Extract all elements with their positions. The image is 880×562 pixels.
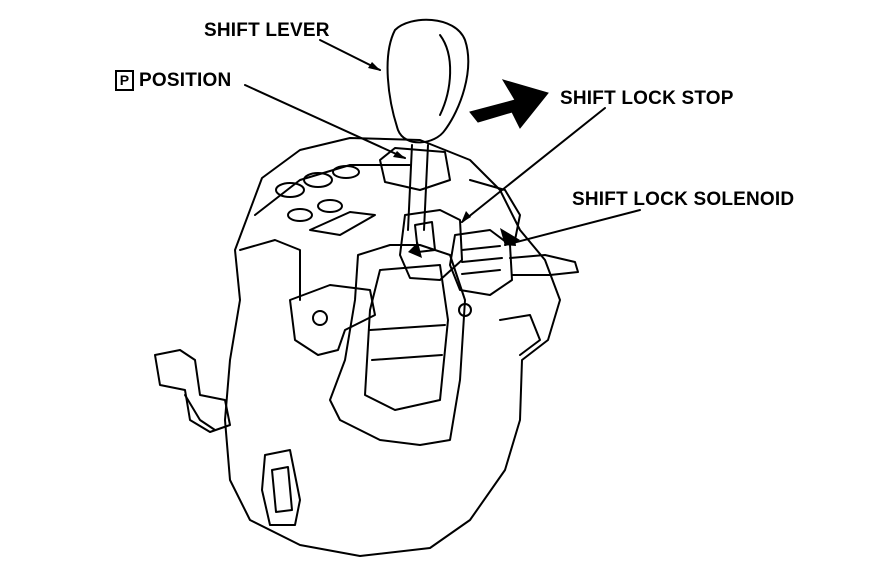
position-text: POSITION — [139, 70, 232, 91]
leader-p-position — [244, 84, 406, 159]
detent-plate — [329, 244, 466, 446]
leader-shift-lever-arrowhead — [368, 62, 381, 71]
solenoid-bolt — [458, 303, 472, 317]
housing-slot — [309, 211, 376, 236]
shift-lock-solenoid-body — [449, 229, 513, 296]
housing-hole — [287, 208, 313, 222]
housing-outline — [224, 137, 561, 557]
solenoid-connector — [509, 254, 579, 276]
detent-inner — [364, 264, 449, 411]
housing-top-ridge — [254, 164, 411, 216]
shift-lock-solenoid-coil — [461, 245, 503, 275]
left-arm — [289, 284, 376, 356]
housing-hole — [317, 199, 343, 213]
right-housing-detail — [469, 179, 541, 356]
leader-shift-lock-solenoid — [504, 209, 641, 246]
motion-arrow — [469, 79, 549, 129]
leader-shift-lock-stop — [461, 107, 606, 223]
lower-bracket — [261, 449, 301, 526]
shift-lever-label: SHIFT LEVER — [204, 20, 330, 41]
p-symbol-box: P — [115, 70, 134, 91]
housing-hole — [332, 165, 360, 179]
shift-lever-knob — [386, 18, 470, 144]
shift-lock-solenoid-label: SHIFT LOCK SOLENOID — [572, 189, 795, 210]
left-arm-pivot — [312, 310, 328, 326]
detent-rib — [369, 324, 446, 361]
shift-gate — [379, 147, 451, 191]
housing-left-edge — [239, 239, 301, 301]
stop-pointer-arrow — [408, 242, 422, 258]
shift-lock-stop-label: SHIFT LOCK STOP — [560, 88, 734, 109]
housing-hole — [275, 182, 305, 198]
left-bracket — [154, 349, 231, 433]
leader-p-position-arrowhead — [393, 151, 406, 159]
left-bracket-flange — [184, 394, 216, 431]
lower-bracket-inner — [271, 466, 293, 513]
leader-shift-lock-stop-arrowhead — [461, 211, 471, 223]
solenoid-pointer-arrow — [500, 228, 520, 246]
housing-hole — [303, 172, 333, 188]
shift-lever-knob-highlight — [439, 34, 452, 116]
